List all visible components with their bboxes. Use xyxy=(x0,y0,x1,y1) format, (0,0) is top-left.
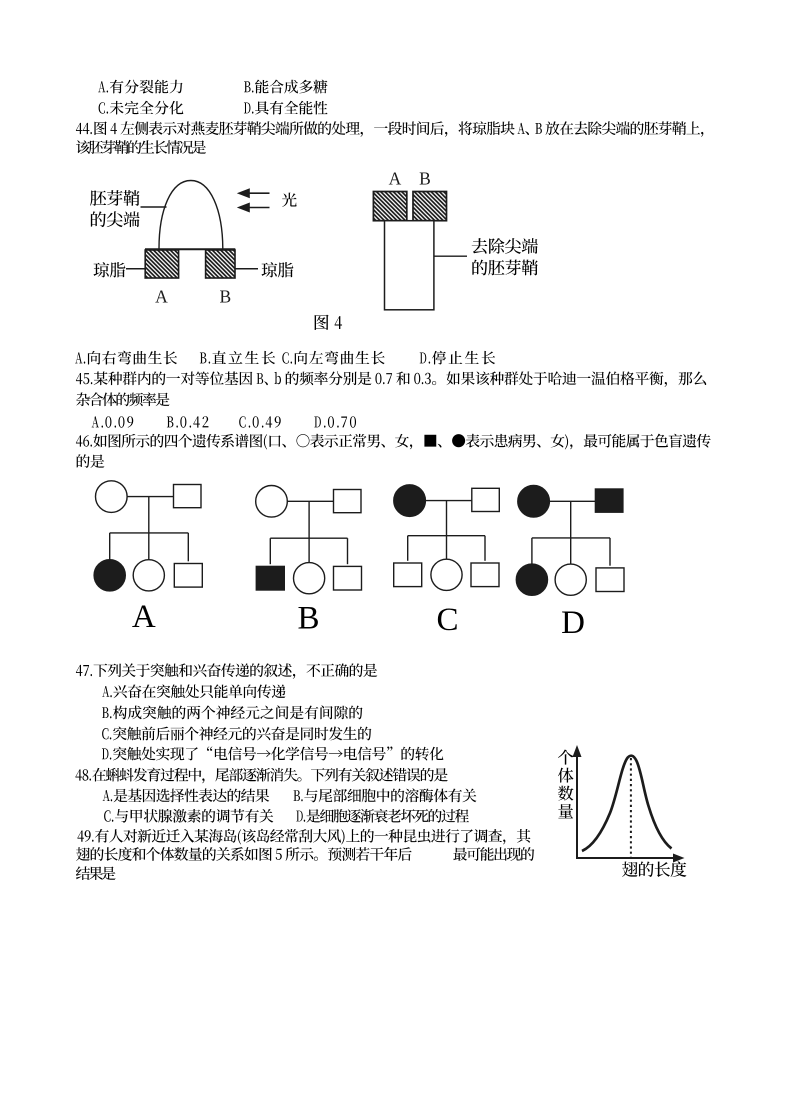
svg-text:B: B xyxy=(219,287,231,307)
svg-text:B: B xyxy=(297,601,319,637)
svg-text:D: D xyxy=(561,605,585,641)
svg-text:A: A xyxy=(155,287,168,307)
svg-text:A: A xyxy=(389,168,402,188)
svg-text:B: B xyxy=(419,168,431,188)
svg-text:C: C xyxy=(436,602,458,638)
svg-text:A: A xyxy=(132,599,156,635)
